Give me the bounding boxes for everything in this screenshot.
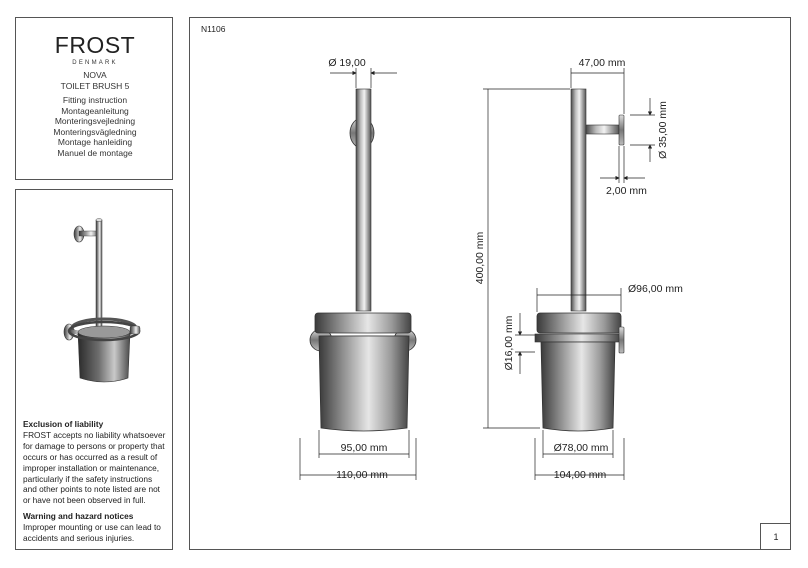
liability-line: particularly if the safety instructions (23, 473, 153, 484)
instruction-title: Manuel de montage (57, 147, 133, 158)
liability-notice: Exclusion of liability FROST accepts no … (23, 419, 171, 506)
instruction-titles: Fitting instruction Montageanleitung Mon… (16, 95, 174, 159)
warning-notice: Warning and hazard notices Improper moun… (23, 511, 171, 544)
product-illustration (63, 218, 141, 383)
instruction-title: Montageanleitung (61, 105, 129, 116)
warning-line: accidents and serious injuries. (23, 532, 135, 543)
liability-line: improper installation or maintenance, (23, 462, 160, 473)
logo-subtitle: DENMARK (72, 60, 118, 66)
holder-width-label: Ø96,00 mm (628, 283, 683, 295)
liability-line: for damage to persons or property that (23, 440, 165, 451)
disc-thickness-label: 2,00 mm (606, 185, 647, 197)
height-label: 400,00 mm (474, 231, 486, 284)
side-view (534, 88, 625, 432)
warning-title: Warning and hazard notices (23, 511, 134, 521)
instruction-title: Monteringsvägledning (53, 126, 137, 137)
liability-line: and other points to note listed are not (23, 484, 160, 495)
document-number: N1106 (201, 24, 226, 34)
cup-inner-label: 95,00 mm (341, 442, 388, 454)
front-view (309, 88, 417, 432)
product-name: TOILET BRUSH 5 (60, 81, 130, 91)
liability-line: FROST accepts no liability whatsoever (23, 429, 166, 440)
product-line: NOVA (83, 70, 107, 80)
instruction-title: Montage hanleiding (57, 137, 133, 148)
liability-line: or have not been observed in full. (23, 495, 146, 506)
liability-title: Exclusion of liability (23, 419, 104, 429)
frost-logo: FROST (54, 32, 136, 58)
cup-bottom-label: Ø78,00 mm (554, 442, 609, 454)
page-number: 1 (760, 523, 791, 550)
side-total-label: 104,00 mm (554, 469, 607, 481)
technical-drawing-panel: N1106 1 (189, 17, 791, 550)
warning-line: Improper mounting or use can lead to (23, 521, 161, 532)
bracket-diameter-label: Ø16,00 mm (503, 315, 515, 370)
brand-panel: FROST DENMARK NOVA TOILET BRUSH 5 Fittin… (15, 17, 173, 180)
instruction-title: Monteringsvejledning (54, 116, 136, 127)
side-dimension-lines (483, 68, 655, 480)
rod-diameter-label: Ø 19,00 (328, 57, 366, 69)
depth-label: 47,00 mm (579, 57, 626, 69)
front-dimension-lines (299, 68, 417, 480)
product-panel: Exclusion of liability FROST accepts no … (15, 189, 173, 550)
liability-line: occurs or has occurred as a result of (23, 451, 158, 462)
instruction-title: Fitting instruction (62, 95, 128, 105)
dimension-drawing: Ø 19,00 95,00 mm 110,00 mm (299, 57, 683, 481)
disc-diameter-label: Ø 35,00 mm (657, 101, 669, 159)
cup-outer-label: 110,00 mm (336, 469, 388, 481)
